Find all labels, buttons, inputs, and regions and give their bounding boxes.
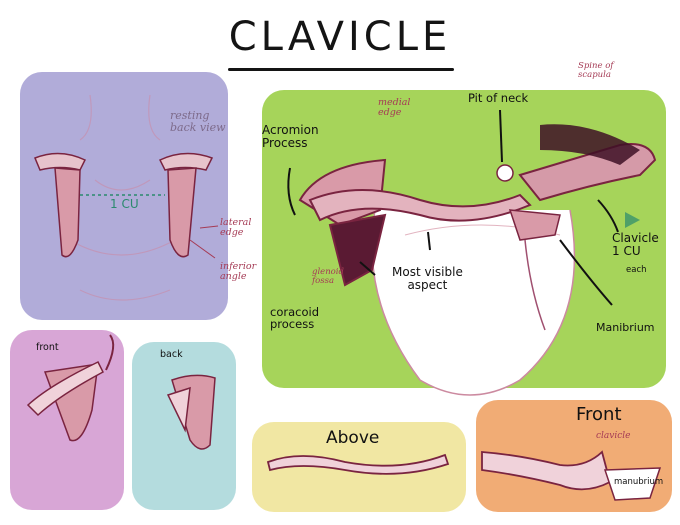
lateral-edge-arrow [199,225,219,229]
back-view-sketch-lines [69,94,176,301]
coracoid-process-label: coracoid process [270,305,319,332]
sternum-line [524,239,546,331]
manubrium-label: Manibrium [596,321,655,334]
most-visible-aspect-label: Most visible aspect [392,265,463,292]
spine-of-scapula-label: Spine of scapula [578,61,614,80]
front-small-label: front [36,342,59,353]
front-manubrium-label: manubrium [614,477,664,487]
main-manubrium [508,209,561,241]
main-pointers [287,109,619,306]
medial-edge-label: medial edge [378,97,411,118]
front-clavicle-title: Front [576,404,622,425]
inferior-angle-arrow [189,239,216,259]
main-clavicle-left [308,189,532,222]
each-label: each [626,265,647,275]
lateral-edge-label: lateral edge [220,217,252,238]
inferior-angle-label: inferior angle [220,261,257,282]
front-small-scapula [26,361,104,442]
page-title: CLAVICLE [228,14,452,60]
above-clavicle [266,453,450,475]
resting-back-view-label: resting back view [170,109,226,135]
pit-of-neck-label: Pit of neck [468,91,529,105]
spine-of-scapula-shadow [540,124,640,165]
back-scapula-right [158,152,214,258]
clavicle-cu-label: Clavicle 1 CU [612,231,659,258]
back-small-label: back [160,349,183,360]
back-scapula-left [34,152,87,258]
acromion-process-label: Acromion Process [262,123,319,150]
pit-of-neck-marker [496,164,514,182]
back-small-scapula [166,374,216,450]
above-label: Above [326,428,380,448]
ribcage-outline [371,209,576,396]
glenoid-fossa-label: glenoid fossa [312,267,344,286]
front-clavicle-bone [481,450,612,491]
cu-measure-label: 1 CU [110,197,139,211]
front-manubrium-bone [603,467,662,501]
title-underline [228,68,454,71]
front-clavicle-label: clavicle [596,431,631,441]
